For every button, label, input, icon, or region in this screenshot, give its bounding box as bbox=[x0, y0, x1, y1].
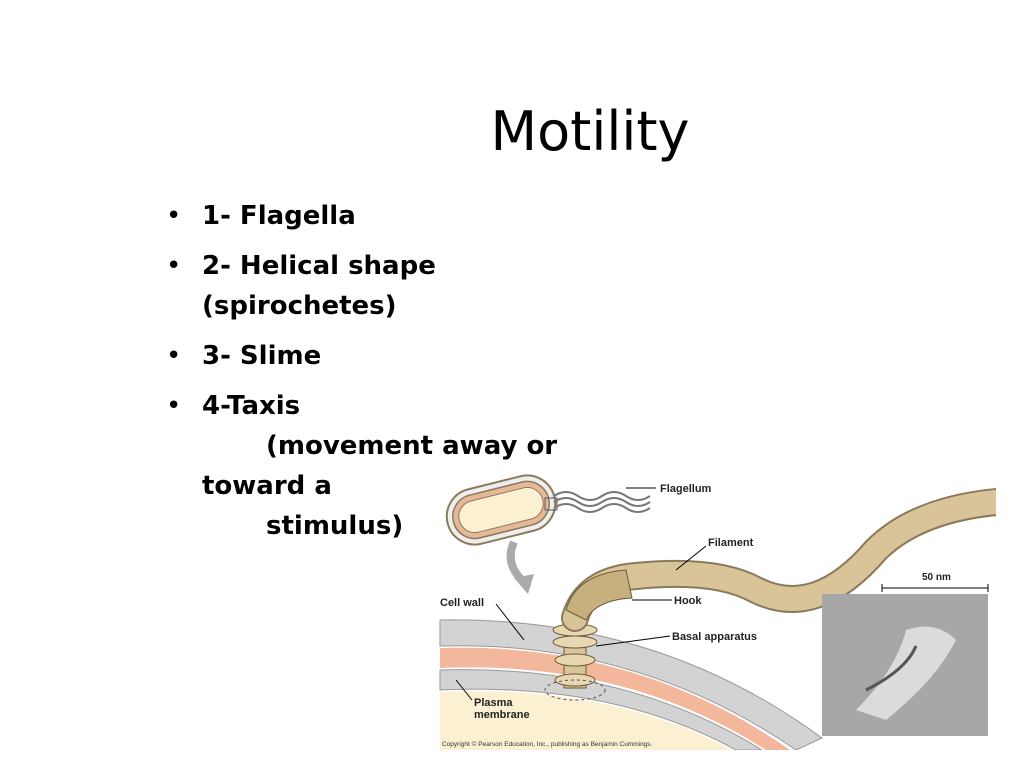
bullet-text: 3- Slime bbox=[202, 341, 322, 371]
label-hook: Hook bbox=[674, 595, 702, 607]
bullet-item: • 1- Flagella bbox=[162, 196, 582, 236]
electron-micrograph-image bbox=[822, 594, 988, 736]
label-scale: 50 nm bbox=[922, 572, 951, 583]
bullet-dot: • bbox=[166, 201, 182, 231]
bullet-item: • 2- Helical shape (spirochetes) bbox=[162, 246, 582, 326]
label-basal-apparatus: Basal apparatus bbox=[672, 631, 757, 643]
bullet-item: • 3- Slime bbox=[162, 336, 582, 376]
bullet-dot: • bbox=[166, 251, 182, 281]
bullet-text: 1- Flagella bbox=[202, 201, 356, 231]
slide-title: Motility bbox=[490, 100, 690, 163]
label-filament: Filament bbox=[708, 537, 754, 549]
filament-icon bbox=[561, 488, 996, 632]
copyright-text: Copyright © Pearson Education, Inc., pub… bbox=[442, 740, 653, 748]
label-plasma: Plasma bbox=[474, 697, 513, 709]
label-cell-wall: Cell wall bbox=[440, 597, 484, 609]
cell-wall-layers bbox=[439, 619, 823, 750]
label-flagellum: Flagellum bbox=[660, 483, 712, 495]
bullet-text: stimulus) bbox=[266, 511, 404, 541]
bullet-text: (movement away or bbox=[266, 431, 558, 461]
bullet-text: (spirochetes) bbox=[202, 291, 397, 321]
bullet-dot: • bbox=[166, 341, 182, 371]
arrow-icon bbox=[506, 540, 527, 585]
flagellum-figure: Flagellum Filament H bbox=[439, 474, 996, 750]
bullet-item: • 4-Taxis (movement away or toward a sti… bbox=[162, 386, 582, 546]
bullet-text: 2- Helical shape bbox=[202, 251, 436, 281]
label-membrane: membrane bbox=[474, 709, 530, 721]
bacterium-cell-icon bbox=[445, 474, 651, 546]
bullet-list: • 1- Flagella • 2- Helical shape (spiroc… bbox=[162, 196, 582, 556]
bullet-text: toward a bbox=[202, 471, 332, 501]
bullet-dot: • bbox=[166, 391, 182, 421]
bullet-text: 4-Taxis bbox=[202, 391, 301, 421]
